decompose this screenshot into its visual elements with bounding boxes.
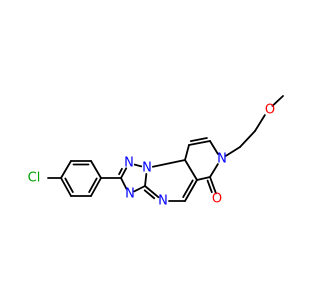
bond-n7-c6 — [209, 163, 219, 178]
atom-label-n1: N — [124, 156, 134, 171]
double-bond-ph4-ph5 — [88, 177, 98, 194]
bond-lines — [47, 95, 284, 202]
atom-label-n2: N — [125, 187, 135, 202]
bond-oe-me — [271, 95, 284, 107]
double-bond-c2-n1 — [118, 167, 123, 176]
bond-ch2a-ch2b — [239, 130, 256, 148]
bond-c9-n10 — [144, 173, 148, 187]
bond-c10-c9b — [188, 140, 211, 146]
bond-ph4-ph5 — [90, 177, 102, 197]
atom-label-cl: Cl — [28, 171, 41, 186]
atom-label-n7: N — [217, 152, 227, 167]
atom-label-n4: N — [158, 194, 168, 209]
double-bond-c6-o6 — [206, 179, 213, 194]
bond-ph3-ph4 — [90, 160, 102, 179]
bond-c6-o6 — [209, 176, 217, 195]
bond-c2-n3 — [120, 177, 128, 190]
bond-c10b-n10 — [151, 159, 186, 168]
bond-n3-c9 — [133, 185, 146, 193]
chemical-structure-diagram: Cl N N N N N O O — [28, 95, 284, 209]
double-bond-c10-c9b — [189, 137, 208, 142]
bond-c6-c5a — [196, 176, 211, 181]
bond-c9b-n7 — [209, 140, 219, 155]
bond-c10b-c10 — [184, 144, 190, 161]
atom-label-o-ether: O — [265, 103, 275, 118]
double-bond-c9-n4 — [143, 189, 156, 200]
double-bond-ph6-ph1 — [64, 177, 74, 194]
bond-ph1-ph2 — [60, 160, 72, 179]
bond-c5-c5a — [184, 179, 198, 202]
bond-ch2b-oe — [254, 114, 266, 132]
bond-c5a-c10b — [184, 159, 198, 181]
bond-c2-n1 — [120, 167, 128, 179]
bond-n7-ch2a — [225, 146, 241, 157]
double-bond-c5-c5a — [182, 179, 194, 198]
atom-label-n3: N — [142, 161, 152, 176]
bond-n10-n1 — [133, 163, 143, 168]
atom-labels: Cl N N N N N O O — [28, 103, 275, 209]
bond-ph6-ph1 — [60, 177, 72, 197]
bond-c9-n4 — [144, 185, 160, 199]
atom-label-o-carbonyl: O — [212, 192, 222, 207]
